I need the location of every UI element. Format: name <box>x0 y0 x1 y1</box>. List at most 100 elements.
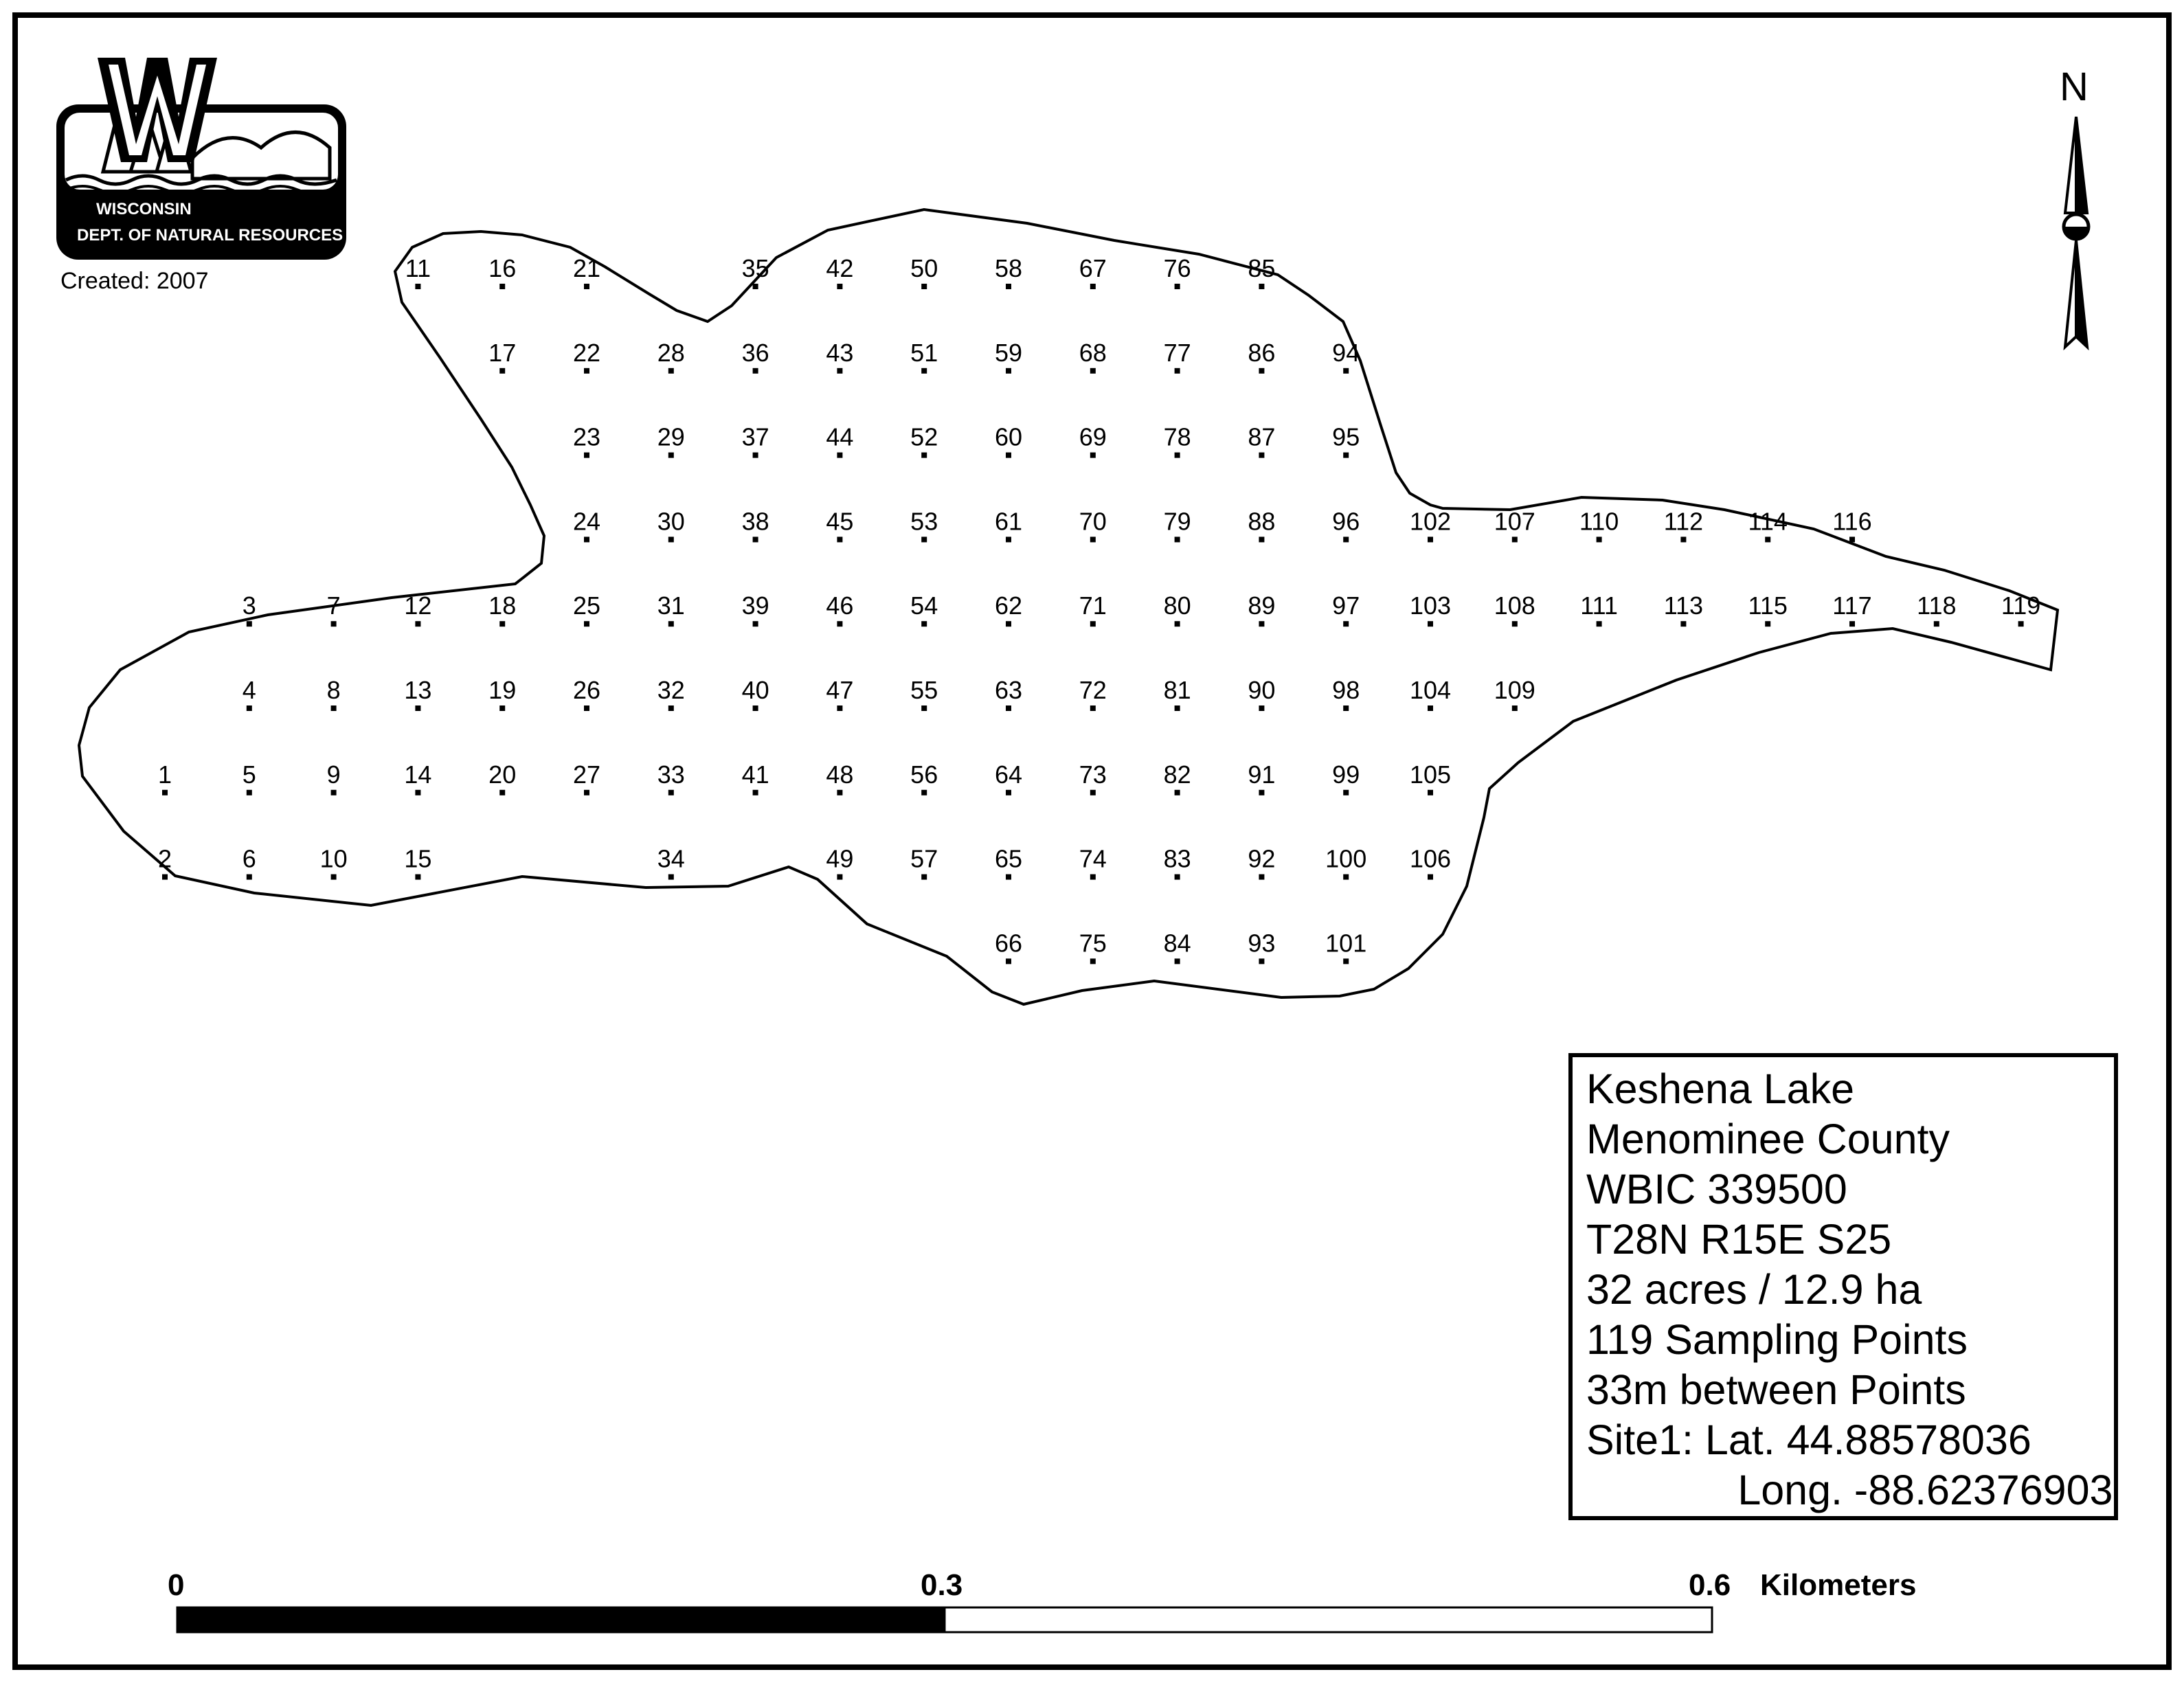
sampling-point-label: 9 <box>327 760 341 789</box>
sampling-point-marker <box>837 705 843 711</box>
sampling-point-marker <box>1174 452 1180 458</box>
sampling-point-label: 7 <box>327 591 341 620</box>
sampling-point: 88 <box>1248 507 1275 543</box>
sampling-point-label: 37 <box>742 423 769 451</box>
sampling-point: 111 <box>1580 591 1618 627</box>
sampling-point-marker <box>246 705 252 711</box>
logo-line1: WISCONSIN <box>96 200 192 218</box>
sampling-point: 73 <box>1079 760 1107 795</box>
sampling-point: 80 <box>1164 591 1191 627</box>
sampling-point-label: 99 <box>1332 760 1360 789</box>
sampling-point-marker <box>668 621 674 627</box>
sampling-point-marker <box>1933 621 1939 627</box>
sampling-point-marker <box>668 789 674 795</box>
sampling-point: 70 <box>1079 507 1107 543</box>
sampling-point-label: 50 <box>910 254 938 282</box>
sampling-point-label: 49 <box>826 845 853 873</box>
scale-label-start: 0 <box>168 1568 184 1602</box>
sampling-point: 35 <box>742 254 769 289</box>
sampling-point-label: 112 <box>1664 507 1703 535</box>
sampling-point-marker <box>1428 705 1433 711</box>
sampling-point-label: 51 <box>910 339 938 367</box>
sampling-point-label: 103 <box>1410 591 1451 620</box>
sampling-point: 15 <box>404 845 431 880</box>
sampling-point-marker <box>1090 789 1096 795</box>
sampling-point: 16 <box>488 254 516 289</box>
sampling-point: 116 <box>1832 507 1872 543</box>
sampling-point-label: 91 <box>1248 760 1275 789</box>
sampling-point: 101 <box>1325 929 1366 964</box>
sampling-point: 103 <box>1410 591 1451 627</box>
info-county: Menominee County <box>1586 1116 1950 1162</box>
sampling-point: 76 <box>1164 254 1191 289</box>
sampling-point-marker <box>1849 536 1855 543</box>
sampling-point-marker <box>1259 958 1265 964</box>
sampling-point: 30 <box>657 507 685 543</box>
sampling-point: 110 <box>1579 507 1619 543</box>
sampling-point-label: 19 <box>488 676 516 704</box>
sampling-point-marker <box>1174 368 1180 374</box>
sampling-point-marker <box>1343 789 1349 795</box>
sampling-point-marker <box>921 789 927 795</box>
sampling-point-label: 64 <box>995 760 1022 789</box>
sampling-point-marker <box>1259 621 1265 627</box>
sampling-point-label: 39 <box>742 591 769 620</box>
sampling-point-label: 93 <box>1248 929 1275 957</box>
sampling-point-label: 98 <box>1332 676 1360 704</box>
sampling-point-marker <box>584 536 589 543</box>
sampling-point-marker <box>330 789 337 795</box>
sampling-point-marker <box>1511 536 1518 543</box>
scale-unit: Kilometers <box>1760 1568 1916 1602</box>
sampling-point-label: 68 <box>1079 339 1107 367</box>
sampling-point: 77 <box>1164 339 1191 374</box>
sampling-point-marker <box>1428 621 1433 627</box>
sampling-point: 100 <box>1325 845 1366 880</box>
sampling-point: 29 <box>657 423 685 458</box>
sampling-point-label: 31 <box>657 591 685 620</box>
sampling-point-label: 53 <box>910 507 938 535</box>
sampling-point-label: 16 <box>488 254 516 282</box>
sampling-point: 1 <box>158 760 172 795</box>
sampling-point: 14 <box>404 760 431 795</box>
sampling-point-label: 28 <box>657 339 685 367</box>
sampling-point-marker <box>1090 874 1096 880</box>
sampling-point-marker <box>921 705 927 711</box>
sampling-point: 66 <box>995 929 1022 964</box>
sampling-point-marker <box>1343 536 1349 543</box>
sampling-point-label: 10 <box>320 845 348 873</box>
sampling-point-label: 24 <box>573 507 600 535</box>
sampling-point-label: 81 <box>1164 676 1191 704</box>
sampling-point-label: 113 <box>1664 591 1703 620</box>
sampling-point-marker <box>330 874 337 880</box>
sampling-point-marker <box>837 284 843 289</box>
sampling-point-marker <box>584 284 589 289</box>
sampling-point-marker <box>1259 789 1265 795</box>
sampling-point-marker <box>1259 536 1265 543</box>
sampling-point-label: 33 <box>657 760 685 789</box>
sampling-point-label: 46 <box>826 591 853 620</box>
sampling-point: 48 <box>826 760 853 795</box>
sampling-point-marker <box>921 452 927 458</box>
sampling-point-marker <box>1343 874 1349 880</box>
sampling-point-marker <box>1259 284 1265 289</box>
sampling-point-marker <box>415 705 421 711</box>
sampling-point-label: 110 <box>1579 507 1619 535</box>
sampling-point-marker <box>162 789 168 795</box>
sampling-point-label: 17 <box>488 339 516 367</box>
sampling-point: 109 <box>1494 676 1535 711</box>
info-lake-name: Keshena Lake <box>1586 1065 1855 1112</box>
sampling-point: 115 <box>1748 591 1788 627</box>
sampling-point-marker <box>1680 536 1687 543</box>
sampling-point: 74 <box>1079 845 1107 880</box>
sampling-point: 19 <box>488 676 516 711</box>
sampling-point: 43 <box>826 339 853 374</box>
sampling-point-label: 57 <box>910 845 938 873</box>
sampling-point-label: 15 <box>404 845 431 873</box>
sampling-point: 40 <box>742 676 769 711</box>
sampling-point-marker <box>1511 621 1518 627</box>
sampling-point-label: 108 <box>1494 591 1535 620</box>
sampling-point-label: 36 <box>742 339 769 367</box>
sampling-point-marker <box>499 789 506 795</box>
sampling-point-label: 42 <box>826 254 853 282</box>
sampling-point-marker <box>921 284 927 289</box>
